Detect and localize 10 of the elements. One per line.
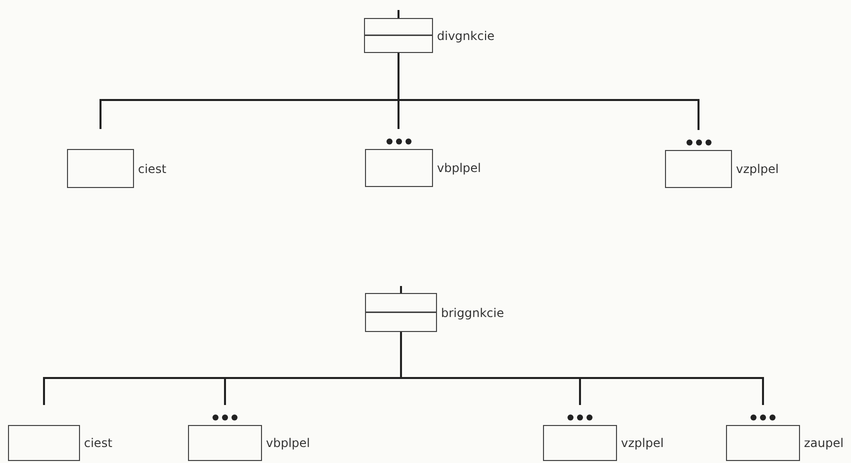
tree-connector [398,53,700,130]
box-label: briggnkcie [441,306,504,320]
box-label: zaupel [804,436,844,450]
box-label: ciest [138,162,166,176]
box-label: ciest [84,436,112,450]
box-label: vzplpel [621,436,664,450]
box-label: vbplpel [266,436,310,450]
box-label: vbplpel [437,161,482,175]
box-label: divgnkcie [437,28,495,42]
box-label: vzplpel [736,162,779,176]
